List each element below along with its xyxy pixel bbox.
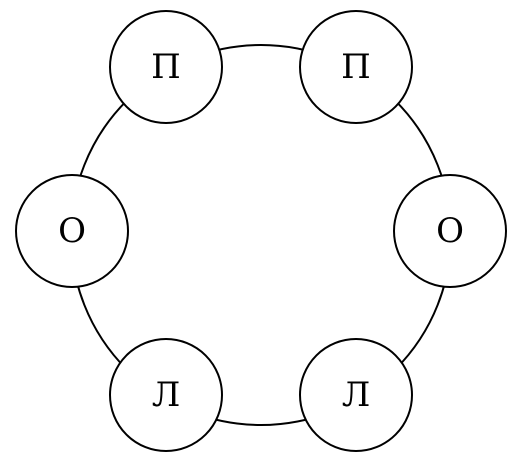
node-circle [109, 10, 223, 124]
node-bottom-right: Л [299, 338, 413, 452]
node-left: О [15, 174, 129, 288]
node-circle [299, 10, 413, 124]
node-label: О [58, 211, 86, 251]
node-circle [299, 338, 413, 452]
node-label: Л [342, 375, 370, 415]
node-top-left: П [109, 10, 223, 124]
node-top-right: П [299, 10, 413, 124]
node-bottom-left: Л [109, 338, 223, 452]
node-circle [109, 338, 223, 452]
node-label: О [436, 211, 464, 251]
node-label: П [151, 47, 181, 87]
node-right: О [393, 174, 507, 288]
node-circle [393, 174, 507, 288]
node-label: Л [152, 375, 180, 415]
node-label: П [341, 47, 371, 87]
node-circle [15, 174, 129, 288]
